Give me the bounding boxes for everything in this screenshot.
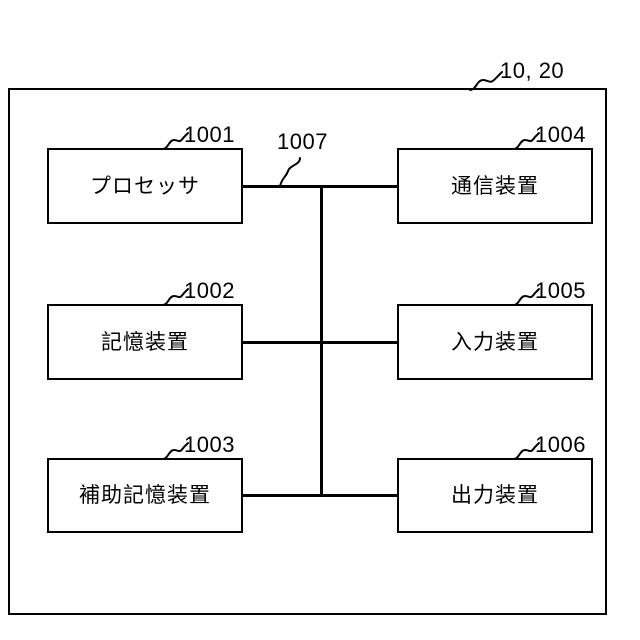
communication-device-ref-number: 1004 — [535, 122, 586, 147]
bus-branch-input — [321, 340, 398, 344]
block-output-device-label: 出力装置 — [451, 484, 539, 507]
system-ref-label: 10, 20 — [500, 60, 564, 82]
system-ref-number: 10, 20 — [500, 58, 565, 83]
processor-ref-label: 1001 — [184, 124, 235, 146]
auxiliary-memory-device-ref-number: 1003 — [184, 432, 235, 457]
block-output-device[interactable]: 出力装置 — [397, 458, 593, 533]
bus-ref-number: 1007 — [277, 129, 328, 154]
processor-ref-number: 1001 — [184, 122, 235, 147]
bus-branch-processor — [243, 184, 321, 188]
input-device-ref-leader-icon — [513, 288, 540, 306]
bus-branch-memory — [243, 340, 321, 344]
block-processor[interactable]: プロセッサ — [47, 148, 243, 224]
auxiliary-memory-device-ref-leader-icon — [162, 442, 189, 460]
communication-device-ref-leader-icon — [513, 132, 540, 150]
bus-ref-label: 1007 — [277, 131, 328, 153]
input-device-ref-label: 1005 — [535, 280, 586, 302]
memory-device-ref-label: 1002 — [184, 280, 235, 302]
auxiliary-memory-device-ref-label: 1003 — [184, 434, 235, 456]
block-memory-device-label: 記憶装置 — [101, 330, 189, 354]
system-ref-leader-icon — [469, 71, 503, 91]
output-device-ref-leader-icon — [513, 442, 540, 460]
block-memory-device[interactable]: 記憶装置 — [47, 304, 243, 380]
communication-device-ref-label: 1004 — [535, 124, 586, 146]
input-device-ref-number: 1005 — [535, 278, 586, 303]
memory-device-ref-number: 1002 — [184, 278, 235, 303]
block-input-device[interactable]: 入力装置 — [397, 304, 593, 380]
bus-branch-output — [321, 493, 398, 497]
block-communication-device-label: 通信装置 — [451, 174, 539, 198]
bus-branch-communication — [321, 184, 398, 188]
block-auxiliary-memory-device[interactable]: 補助記憶装置 — [47, 458, 243, 533]
block-input-device-label: 入力装置 — [451, 330, 539, 354]
block-communication-device[interactable]: 通信装置 — [397, 148, 593, 224]
block-processor-label: プロセッサ — [90, 174, 200, 198]
processor-ref-leader-icon — [162, 132, 189, 150]
output-device-ref-number: 1006 — [535, 432, 586, 457]
output-device-ref-label: 1006 — [535, 434, 586, 456]
block-auxiliary-memory-device-label: 補助記憶装置 — [79, 484, 211, 507]
memory-device-ref-leader-icon — [162, 288, 189, 306]
bus-branch-auxiliary-memory — [243, 493, 321, 497]
bus-spine — [319, 184, 323, 497]
bus-ref-leader-icon — [279, 157, 301, 187]
